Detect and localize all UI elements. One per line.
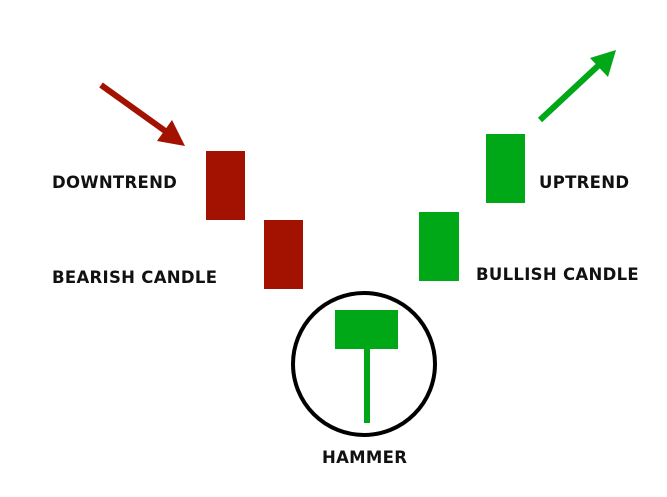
hammer-candle-wick (364, 349, 370, 423)
downtrend-arrow-icon (99, 82, 185, 146)
hammer-label: HAMMER (322, 448, 408, 467)
bearish-candle-1 (206, 151, 245, 220)
bearish-candle-2 (264, 220, 303, 289)
bearish-candle-label: BEARISH CANDLE (52, 268, 218, 287)
uptrend-label: UPTREND (539, 173, 630, 192)
downtrend-label: DOWNTREND (52, 173, 178, 192)
bullish-candle-2 (486, 134, 525, 203)
bullish-candle-1 (419, 212, 459, 281)
uptrend-arrow-icon (537, 50, 616, 123)
hammer-candle-body (335, 310, 398, 349)
bullish-candle-label: BULLISH CANDLE (476, 265, 639, 284)
hammer-highlight-circle (291, 291, 437, 437)
